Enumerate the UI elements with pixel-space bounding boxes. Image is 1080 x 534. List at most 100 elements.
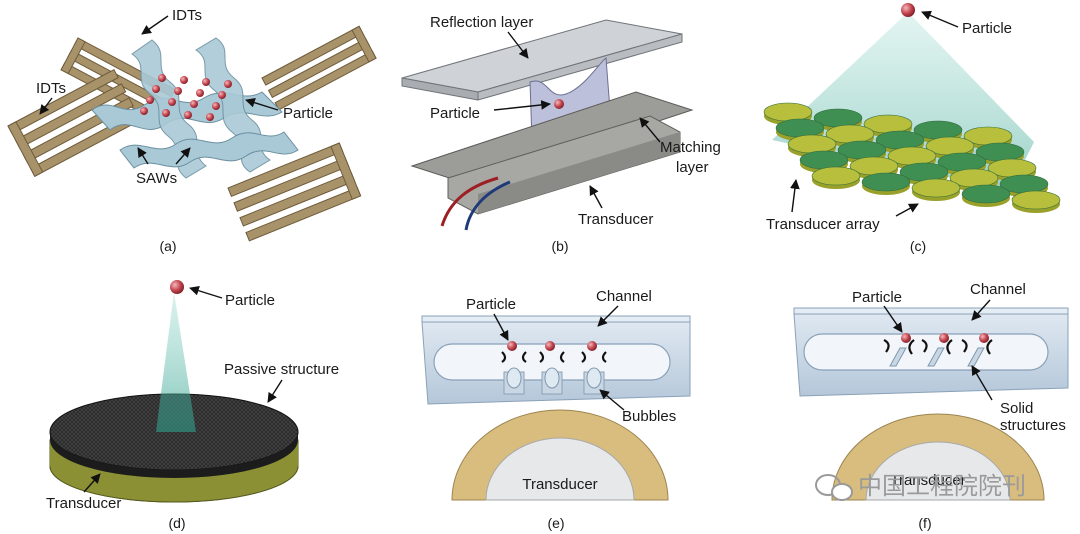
label-idts-left: IDTs (36, 80, 66, 97)
label-passive-structure: Passive structure (224, 361, 339, 378)
arrow-array-1 (790, 179, 800, 213)
caption-c: (c) (910, 238, 926, 254)
transducer-disk (961, 184, 1011, 207)
particle-dot (140, 107, 148, 115)
channel-f (803, 333, 1049, 371)
label-transducer-array: Transducer array (766, 216, 880, 233)
label-particle-a: Particle (283, 105, 333, 122)
bubble-trap (539, 341, 565, 395)
arrow-particle-c (921, 10, 959, 28)
particle-dot (224, 80, 232, 88)
wire-red (440, 176, 499, 227)
arrow-channel-e (597, 305, 619, 327)
label-transducer-b: Transducer (578, 211, 653, 228)
caption-a: (a) (159, 238, 176, 254)
label-matching-2: layer (676, 159, 709, 176)
particle-dot (202, 78, 210, 86)
particle-grid (140, 74, 232, 121)
transducer-disk (937, 152, 987, 175)
label-channel-e: Channel (596, 288, 652, 305)
particle-dot (162, 109, 170, 117)
transducer-disk-array (763, 102, 1061, 213)
solid-structure-array (883, 333, 993, 367)
transducer-core-f (865, 441, 1011, 501)
panel-c: Particle Transducer array (c) (763, 3, 1061, 254)
particle-dot (507, 341, 517, 351)
particle-dot (206, 113, 214, 121)
particle-dot (146, 96, 154, 104)
label-bubbles: Bubbles (622, 408, 676, 425)
wire-blue (464, 180, 511, 231)
particle-dot (212, 102, 220, 110)
wechat-icon (815, 474, 853, 501)
label-particle-e: Particle (466, 296, 516, 313)
panel-d: Particle Passive structure Transducer (d… (46, 280, 339, 531)
transducer-disk (1011, 190, 1061, 213)
label-solid-2: structures (1000, 417, 1066, 434)
particle-dot (180, 76, 188, 84)
label-transducer-d: Transducer (46, 495, 121, 512)
beam-d (156, 292, 196, 432)
arrow-solid-structures (971, 365, 993, 401)
arrow-particle-e (493, 313, 509, 341)
caption-e: (e) (547, 515, 564, 531)
arrow-particle-f (883, 305, 903, 333)
particle-dot (196, 89, 204, 97)
label-solid-1: Solid (1000, 400, 1033, 417)
particle-d (170, 280, 184, 294)
particle-dot (545, 341, 555, 351)
arrow-reflection-layer (507, 31, 529, 59)
arrow-idts-left (39, 97, 53, 115)
arrow-particle-b (493, 100, 551, 111)
label-channel-f: Channel (970, 281, 1026, 298)
label-reflection-layer: Reflection layer (430, 14, 533, 31)
particle-c (901, 3, 915, 17)
arrow-particle-a (245, 97, 279, 111)
watermark: 中国工程院院刊 (815, 472, 1026, 501)
particle-dot (184, 111, 192, 119)
transducer-disk (911, 178, 961, 201)
transducer-disk (861, 172, 911, 195)
caption-f: (f) (918, 515, 931, 531)
label-saws: SAWs (136, 170, 177, 187)
arrow-array-2 (895, 203, 919, 217)
arrow-transducer-d (83, 473, 101, 493)
arrow-particle-d (189, 285, 223, 299)
arrow-passive-structure (267, 379, 283, 403)
label-particle-f: Particle (852, 289, 902, 306)
bubble-trap (501, 341, 527, 395)
caption-d: (d) (168, 515, 185, 531)
label-particle-d: Particle (225, 292, 275, 309)
caption-b: (b) (551, 238, 568, 254)
label-transducer-f: Transducer (890, 472, 965, 489)
particle-dot (939, 333, 949, 343)
label-transducer-e: Transducer (522, 476, 597, 493)
idt-electrode-bottom-right (227, 142, 362, 242)
label-idts-top: IDTs (172, 7, 202, 24)
panel-e: Transducer Particle Channel Bubbles (e) (421, 288, 691, 531)
watermark-text: 中国工程院院刊 (858, 472, 1026, 500)
arrow-idts-top (141, 15, 169, 35)
idt-electrode-top-right (261, 25, 377, 111)
transducer-core-e (485, 437, 635, 501)
panel-a: IDTs IDTs Particle SAWs (a) (7, 7, 377, 254)
arrow-bubbles (599, 389, 625, 411)
saw-wave-band-4 (119, 131, 299, 169)
arrow-matching-layer (639, 117, 661, 143)
bubble-trap (581, 341, 607, 395)
panel-f: Transducer Particle Channel Solid struct… (793, 281, 1069, 531)
particle-dot (587, 341, 597, 351)
solid-structure (961, 333, 993, 367)
label-particle-c: Particle (962, 20, 1012, 37)
particle-dot (168, 98, 176, 106)
particle-dot (152, 85, 160, 93)
transducer-disk (999, 174, 1049, 197)
particle-b (554, 99, 564, 109)
arrow-channel-f (971, 299, 991, 321)
particle-dot (979, 333, 989, 343)
arrow-saws-2 (175, 147, 191, 165)
particle-dot (190, 100, 198, 108)
particle-dot (901, 333, 911, 343)
particle-dot (158, 74, 166, 82)
